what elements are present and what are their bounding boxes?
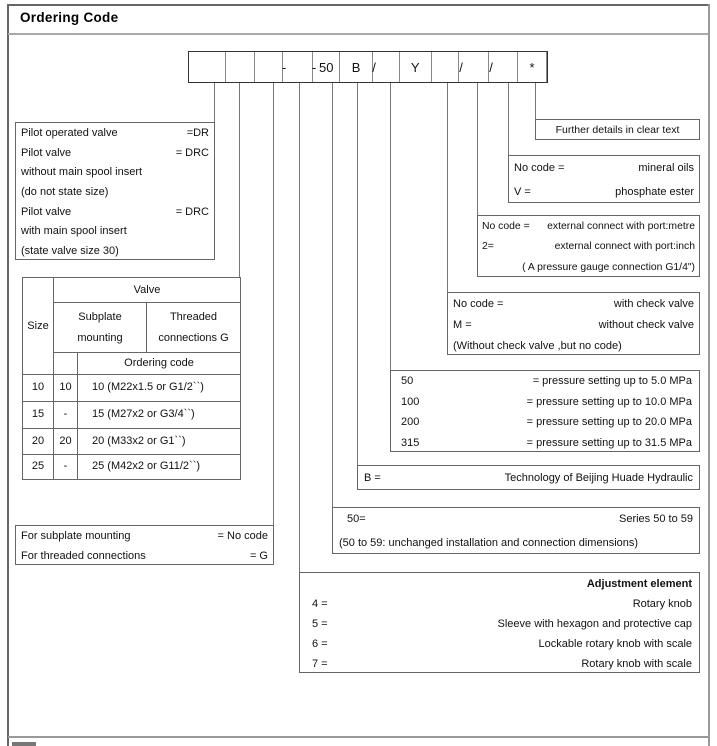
adjustment-row: 4 =Rotary knob: [312, 598, 692, 610]
table-header-threaded: Threaded connections G: [146, 302, 241, 353]
mounting-row: For subplate mounting= No code: [21, 530, 268, 542]
fluid-row: No code =mineral oils: [514, 162, 694, 174]
check-valve-note: (Without check valve ,but no code): [453, 339, 622, 352]
code-cell-pressure: [373, 52, 400, 82]
table-cell-size: 25: [22, 453, 54, 480]
connector-adjustment: [299, 83, 300, 572]
mounting-row: For threaded connections= G: [21, 550, 268, 562]
code-cell-type: [189, 52, 226, 82]
check-valve-box: No code =with check valve M =without che…: [447, 292, 700, 355]
table-cell-size: 15: [22, 400, 54, 429]
pressure-row: 315= pressure setting up to 31.5 MPa: [401, 436, 692, 449]
fluid-row: V =phosphate ester: [514, 186, 694, 198]
mounting-code-box: For subplate mounting= No code For threa…: [15, 525, 274, 565]
table-header-size: Size: [22, 277, 54, 375]
code-separator-slash-2: /: [459, 59, 463, 75]
code-cell-y: Y: [400, 52, 432, 82]
pilot-row: (do not state size): [21, 185, 109, 198]
table-cell-size: 10: [22, 373, 54, 402]
pilot-valve-type-box: Pilot operated valve=DR Pilot valve= DRC…: [15, 122, 215, 260]
code-separator-slash-1: /: [372, 59, 376, 75]
code-cell-brand-b: B: [340, 52, 373, 82]
pressure-row: 100= pressure setting up to 10.0 MPa: [401, 395, 692, 408]
table-header-subplate: Subplate mounting: [53, 302, 147, 353]
table-cell-threaded: 25 (M42x2 or G11/2``): [77, 453, 241, 480]
fluid-type-box: No code =mineral oils V =phosphate ester: [508, 155, 700, 203]
gauge-port-note: ( A pressure gauge connection G1/4"): [522, 261, 695, 273]
pilot-row: (state valve size 30): [21, 244, 119, 257]
connector-size-table: [239, 83, 240, 277]
gauge-port-row: No code =external connect with port:metr…: [482, 220, 695, 232]
adjustment-row: 6 =Lockable rotary knob with scale: [312, 638, 692, 650]
size-valve-table: Size Valve Subplate mounting Threaded co…: [22, 277, 241, 480]
table-cell-subplate: 10: [53, 373, 78, 402]
table-cell-threaded: 15 (M27x2 or G3/4``): [77, 400, 241, 429]
adjustment-title: Adjustment element: [586, 577, 692, 590]
table-cell-size: 20: [22, 427, 54, 455]
adjustment-row: 7 =Rotary knob with scale: [312, 658, 692, 670]
series-row: 50=Series 50 to 59: [347, 513, 693, 525]
pilot-row: Pilot operated valve=DR: [21, 126, 209, 139]
pressure-row: 50= pressure setting up to 5.0 MPa: [401, 375, 692, 388]
code-cell-fluid: [489, 52, 519, 82]
code-cell-adjustment: [283, 52, 314, 82]
adjustment-element-box: Adjustment element 4 =Rotary knob 5 =Sle…: [299, 572, 700, 673]
table-header-ordering-code: Ordering code: [77, 352, 241, 375]
adjustment-row: 5 =Sleeve with hexagon and protective ca…: [312, 618, 692, 630]
code-separator-slash-3: /: [489, 59, 493, 75]
page-border-right: [708, 4, 710, 746]
pressure-row: 200= pressure setting up to 20.0 MPa: [401, 416, 692, 429]
series-box: 50=Series 50 to 59 (50 to 59: unchanged …: [332, 507, 700, 554]
code-separator-hyphen-1: -: [281, 59, 287, 75]
page-border-top: [7, 4, 710, 6]
page-title: Ordering Code: [20, 10, 119, 25]
pilot-row: Pilot valve= DRC: [21, 205, 209, 218]
code-separator-hyphen-2: -: [311, 59, 317, 75]
code-cell-connection: [255, 52, 284, 82]
connector-pressure: [390, 83, 391, 370]
table-cell-empty: [53, 352, 78, 375]
page-bottom-fragment: [12, 742, 36, 746]
connector-brand: [357, 83, 358, 465]
pilot-row: with main spool insert: [21, 225, 127, 238]
ordering-code-cell-row: 50 B Y * - - / / /: [188, 51, 548, 83]
check-valve-row: M =without check valve: [453, 318, 694, 331]
title-separator-line: [8, 33, 708, 35]
pressure-setting-box: 50= pressure setting up to 5.0 MPa 100= …: [390, 370, 700, 452]
connector-pilot: [214, 83, 215, 122]
gauge-port-box: No code =external connect with port:metr…: [477, 215, 700, 277]
pilot-row: without main spool insert: [21, 166, 143, 179]
connector-check-valve: [447, 83, 448, 292]
brand-row: B =Technology of Beijing Huade Hydraulic: [364, 471, 693, 484]
connector-gauge-port: [477, 83, 478, 215]
page-border-left: [7, 4, 9, 746]
connector-series: [332, 83, 333, 507]
table-cell-subplate: -: [53, 400, 78, 429]
table-cell-subplate: -: [53, 453, 78, 480]
table-cell-threaded: 10 (M22x1.5 or G1/2``): [77, 373, 241, 402]
section-bottom-line: [8, 736, 708, 738]
further-details-text: Further details in clear text: [555, 123, 680, 136]
code-cell-asterisk: *: [518, 52, 547, 82]
connector-mounting: [273, 83, 274, 525]
connector-fluid: [508, 83, 509, 155]
further-details-box: Further details in clear text: [535, 119, 700, 140]
table-header-valve: Valve: [53, 277, 241, 303]
code-cell-check-valve: [432, 52, 460, 82]
pilot-row: Pilot valve= DRC: [21, 146, 209, 159]
code-cell-size: [226, 52, 255, 82]
check-valve-row: No code =with check valve: [453, 297, 694, 310]
code-cell-series-50: 50: [313, 52, 341, 82]
table-cell-threaded: 20 (M33x2 or G1``): [77, 427, 241, 455]
table-cell-subplate: 20: [53, 427, 78, 455]
gauge-port-row: 2=external connect with port:inch: [482, 241, 695, 253]
connector-further-details: [535, 83, 536, 139]
series-note: (50 to 59: unchanged installation and co…: [339, 536, 639, 549]
code-cell-gauge-port: [459, 52, 490, 82]
brand-box: B =Technology of Beijing Huade Hydraulic: [357, 465, 700, 490]
